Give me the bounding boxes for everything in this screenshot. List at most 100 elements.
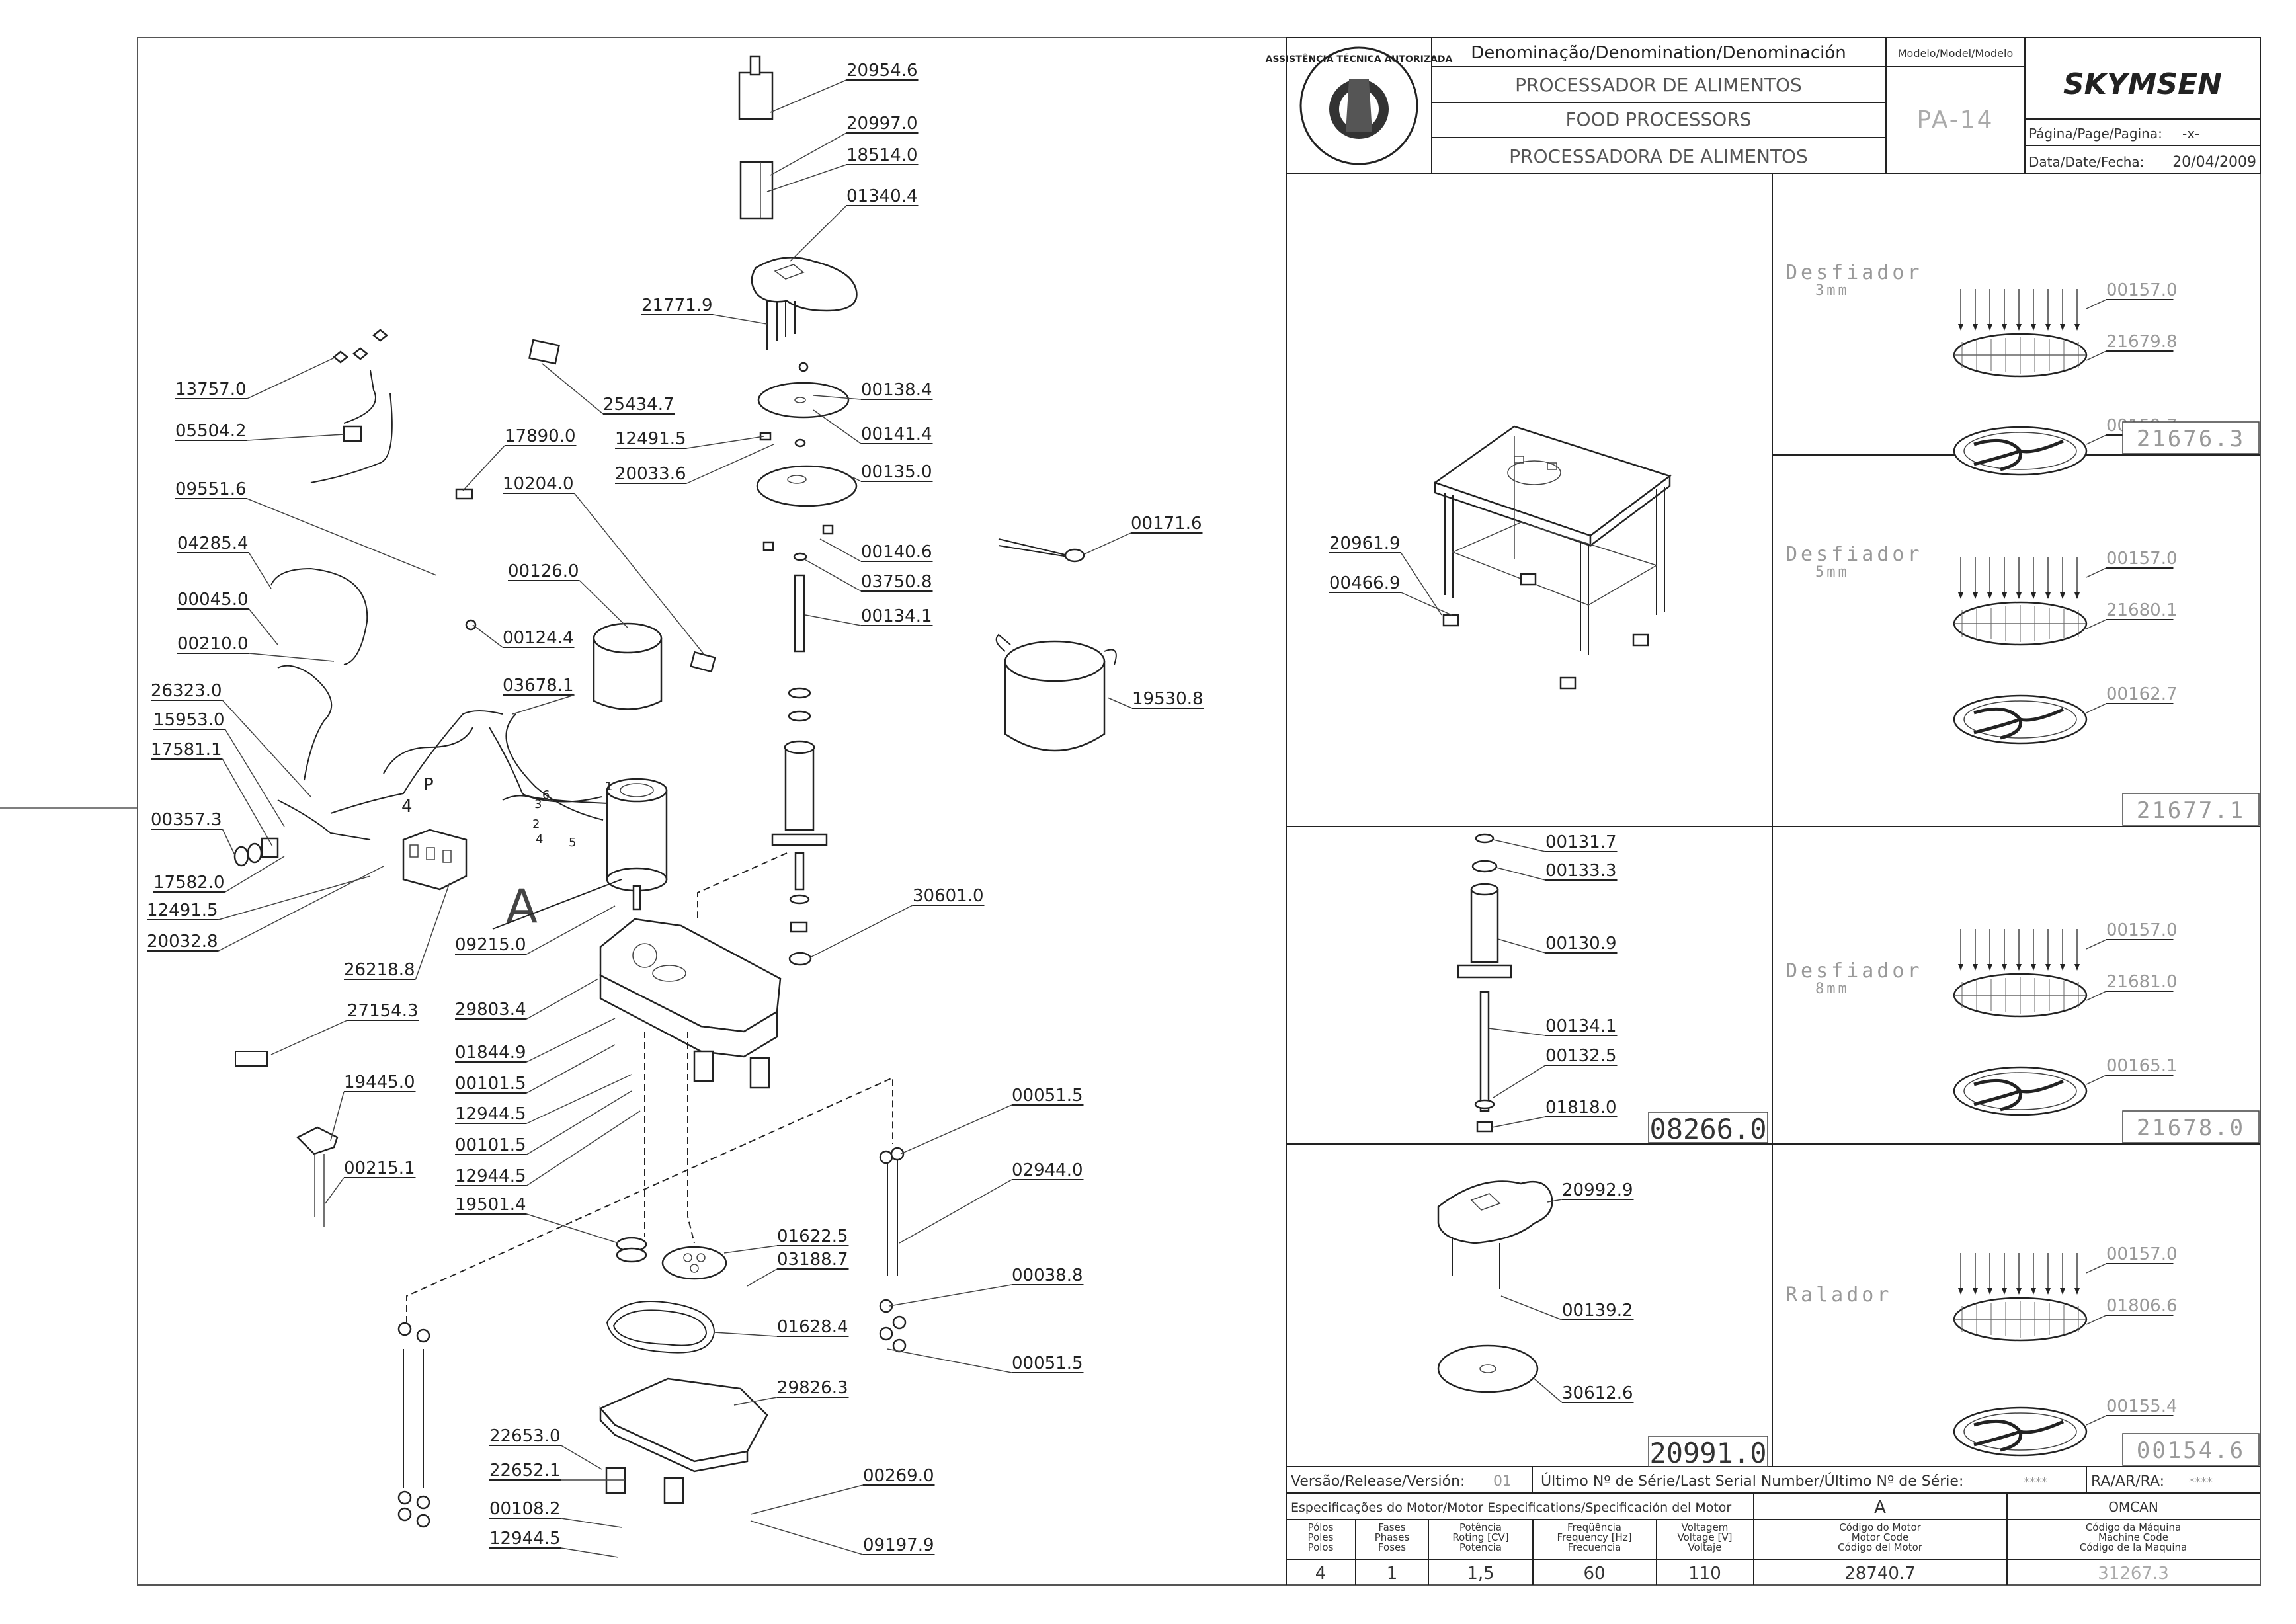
spec-column-header: Código da Máquina bbox=[2086, 1522, 2181, 1533]
spec-column-header: Potencia bbox=[1459, 1541, 1502, 1553]
arrowhead bbox=[2074, 964, 2080, 971]
part-label: 26323.0 bbox=[151, 681, 311, 797]
part-number: 09197.9 bbox=[863, 1535, 934, 1555]
part-number: 25434.7 bbox=[603, 395, 675, 415]
leader-line bbox=[248, 608, 278, 645]
product-name-pt: PROCESSADOR DE ALIMENTOS bbox=[1515, 74, 1802, 96]
leader-line bbox=[1491, 1116, 1546, 1128]
part-label: 01622.5 bbox=[723, 1227, 849, 1254]
part-number: 15953.0 bbox=[153, 710, 225, 730]
part-number: 22653.0 bbox=[489, 1426, 561, 1446]
wire-number: 6 bbox=[542, 788, 550, 802]
part-number: 19501.4 bbox=[455, 1195, 526, 1215]
part-number: 00139.2 bbox=[1562, 1301, 1633, 1320]
arrowhead bbox=[2031, 592, 2036, 599]
part-label: 00139.2 bbox=[1500, 1295, 1634, 1320]
spec-column-header: Poles bbox=[1308, 1531, 1334, 1543]
leader-line bbox=[899, 1179, 1012, 1244]
part-label: 18514.0 bbox=[766, 145, 919, 192]
leader-line bbox=[247, 356, 337, 399]
part-label: 17581.1 bbox=[151, 740, 273, 847]
model-label: Modelo/Model/Modelo bbox=[1898, 47, 2013, 60]
leader-line bbox=[462, 445, 505, 491]
part-label: 00130.9 bbox=[1497, 934, 1618, 954]
part-number: 00132.5 bbox=[1545, 1046, 1617, 1066]
part-number: 20992.9 bbox=[1562, 1180, 1633, 1200]
leader-line bbox=[1084, 532, 1131, 555]
part-number: 00124.4 bbox=[503, 628, 574, 648]
spec-value: 1 bbox=[1387, 1564, 1398, 1584]
part-number: 00134.1 bbox=[1545, 1016, 1617, 1036]
part-number: 20032.8 bbox=[147, 932, 218, 952]
part-number: 02944.0 bbox=[1012, 1160, 1083, 1180]
part-number: 20033.6 bbox=[615, 464, 686, 484]
leader-line bbox=[747, 1268, 778, 1287]
spec-column-header: Pólos bbox=[1308, 1522, 1334, 1533]
leader-line bbox=[222, 700, 311, 797]
part-label: 29826.3 bbox=[733, 1378, 849, 1406]
spec-value: 4 bbox=[1315, 1564, 1327, 1584]
part-number: 01818.0 bbox=[1545, 1098, 1617, 1117]
part-label: 00134.1 bbox=[1488, 1016, 1618, 1036]
arrowhead bbox=[2060, 964, 2065, 971]
ra-label: RA/AR/RA: bbox=[2091, 1473, 2164, 1490]
part-number: 30601.0 bbox=[913, 886, 984, 906]
ejector-inner bbox=[1963, 1072, 2077, 1110]
part-number: 00141.4 bbox=[861, 425, 932, 444]
arrowhead bbox=[1987, 964, 1992, 971]
part-number: 09551.6 bbox=[175, 479, 247, 499]
manufacturer: OMCAN bbox=[2108, 1499, 2158, 1515]
ejector-blades bbox=[1973, 438, 2065, 471]
leader-line bbox=[415, 882, 450, 980]
leader-line bbox=[526, 978, 599, 1020]
spec-value: 60 bbox=[1583, 1564, 1605, 1584]
part-label: 00140.6 bbox=[819, 538, 933, 562]
arrowhead bbox=[2002, 324, 2007, 331]
spec-column-header: Frecuencia bbox=[1568, 1541, 1621, 1553]
leader-line bbox=[1493, 1065, 1546, 1098]
arrowhead bbox=[1973, 1288, 1978, 1295]
spec-column-header: Voltage [V] bbox=[1678, 1531, 1733, 1543]
part-number: 20997.0 bbox=[846, 114, 918, 134]
date-value: 20/04/2009 bbox=[2172, 154, 2256, 171]
leader-line bbox=[225, 856, 285, 893]
leader-line bbox=[561, 1518, 622, 1528]
part-label: 13757.0 bbox=[175, 356, 337, 399]
part-number: 01628.4 bbox=[777, 1317, 848, 1337]
leader-line bbox=[526, 1090, 632, 1155]
leader-line bbox=[542, 363, 604, 415]
part-label: 01340.4 bbox=[790, 186, 919, 262]
part-label: 20997.0 bbox=[770, 114, 919, 176]
part-number: 00134.1 bbox=[861, 606, 932, 626]
ra-value: **** bbox=[2189, 1475, 2213, 1489]
part-label: 20032.8 bbox=[147, 866, 384, 952]
spec-value: 1,5 bbox=[1467, 1564, 1494, 1584]
part-label: 03188.7 bbox=[747, 1250, 849, 1287]
disc-name: Desfiador bbox=[1785, 261, 1923, 284]
part-label: 00051.5 bbox=[900, 1086, 1084, 1155]
leader-line bbox=[472, 624, 503, 648]
leader-line bbox=[2086, 350, 2107, 361]
part-number: 00131.7 bbox=[1545, 832, 1617, 852]
date-label: Data/Date/Fecha: bbox=[2029, 154, 2144, 170]
part-number: 00108.2 bbox=[489, 1499, 561, 1519]
leader-line bbox=[218, 875, 371, 920]
arrowhead bbox=[2002, 964, 2007, 971]
part-label: 00045.0 bbox=[177, 590, 278, 645]
part-number: 00165.1 bbox=[2106, 1056, 2178, 1076]
spec-column-header: Foses bbox=[1378, 1541, 1406, 1553]
leader-line bbox=[249, 653, 335, 662]
part-label: 00215.1 bbox=[325, 1158, 416, 1204]
part-label: 03750.8 bbox=[803, 558, 933, 592]
part-number: 17582.0 bbox=[153, 873, 225, 893]
version-label: Versão/Release/Versión: bbox=[1291, 1473, 1465, 1490]
part-number: 00135.0 bbox=[861, 462, 932, 482]
part-number: 27154.3 bbox=[347, 1001, 419, 1021]
assembly-code-20991: 20991.0 bbox=[1649, 1437, 1766, 1469]
right-panel-grid bbox=[1286, 173, 2260, 1585]
part-label: 12944.5 bbox=[455, 1110, 641, 1186]
spec-column-header: Roting [CV] bbox=[1452, 1531, 1508, 1543]
part-number: 12491.5 bbox=[147, 901, 218, 920]
